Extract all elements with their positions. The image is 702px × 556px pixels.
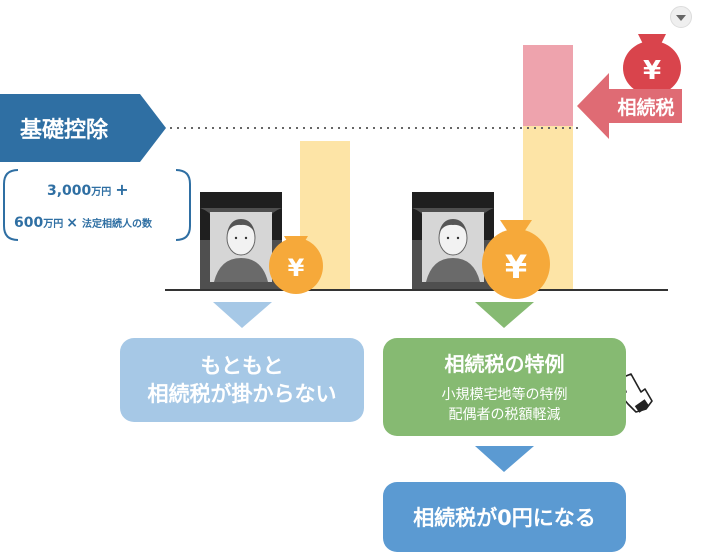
right-portrait-icon — [412, 192, 494, 289]
tax-arrow-label: 相続税 — [617, 96, 674, 119]
formula-bracket-right — [175, 169, 191, 241]
svg-text:¥: ¥ — [643, 56, 661, 86]
right-down-triangle — [475, 302, 534, 328]
dropdown-toggle-button[interactable] — [670, 6, 692, 28]
tax-money-bag-icon: ¥ — [623, 34, 681, 95]
bottom-down-triangle — [475, 446, 534, 472]
left-portrait-icon — [200, 192, 282, 289]
left-result-line-2: 相続税が掛からない — [147, 382, 337, 406]
svg-text:¥: ¥ — [288, 254, 305, 282]
basic-deduction-label: 基礎控除 — [20, 117, 109, 143]
left-result-line-1: もともと — [200, 354, 284, 378]
final-result-label: 相続税が0円になる — [413, 506, 596, 530]
formula-bracket-left — [3, 169, 19, 241]
right-taxable-bar — [523, 45, 573, 126]
left-down-triangle — [213, 302, 272, 328]
special-case-line-1: 小規模宅地等の特例 — [441, 387, 568, 403]
final-result-box: 相続税が0円になる — [383, 482, 626, 552]
special-case-box: 相続税の特例 小規模宅地等の特例 配偶者の税額軽減 — [383, 338, 626, 436]
formula-line-2: 600万円×法定相続人の数 — [14, 215, 153, 231]
special-case-title: 相続税の特例 — [444, 352, 565, 376]
left-money-bag-icon: ¥ — [269, 236, 323, 294]
left-result-box: もともと 相続税が掛からない — [120, 338, 364, 422]
svg-text:¥: ¥ — [505, 248, 527, 286]
special-case-line-2: 配偶者の税額軽減 — [448, 407, 561, 423]
formula-line-1: 3,000万円+ — [47, 180, 129, 199]
right-money-bag-icon: ¥ — [482, 220, 550, 299]
basic-deduction-arrow — [0, 94, 166, 162]
tax-arrow — [577, 73, 682, 139]
